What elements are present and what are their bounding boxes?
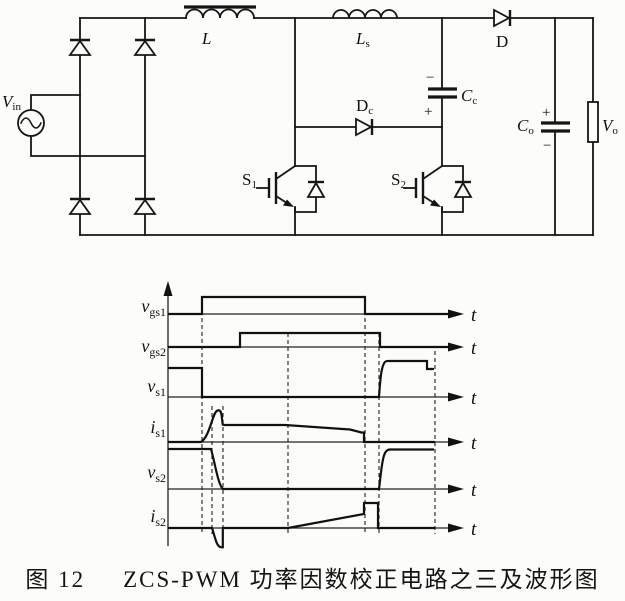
co-plus-sign: + [542, 105, 550, 121]
trace-vgs2 [168, 331, 450, 349]
label-s1: S1 [242, 170, 257, 191]
label-d: D [496, 32, 508, 51]
t-label-5: t [471, 480, 477, 501]
t-label-2: t [471, 338, 477, 359]
t-label-3: t [471, 388, 477, 409]
label-is2: is2 [150, 506, 166, 529]
label-s2: S2 [391, 170, 406, 191]
label-ls: Ls [355, 29, 370, 50]
waveform-plot: vgs1 vgs2 vs1 is1 vs2 is2 t t t t t t [141, 281, 477, 549]
t-label-1: t [471, 305, 477, 326]
diode-D: D [493, 8, 512, 51]
co-minus-sign: − [543, 138, 551, 154]
time-axis-labels: t t t t t t [471, 305, 477, 540]
trace-is2 [168, 501, 435, 549]
waveform-v-axis [163, 281, 173, 546]
ac-source: Vin [2, 92, 45, 137]
label-vgs1: vgs1 [141, 296, 166, 319]
circuit-diagram: Vin L Ls D Dc [2, 5, 618, 236]
capacitor-Cc: − + Cc [424, 70, 477, 120]
label-vin: Vin [2, 92, 21, 113]
label-is1: is1 [150, 417, 166, 440]
label-cc: Cc [461, 86, 477, 107]
trace-vgs1 [168, 295, 450, 316]
load-Vo: Vo [587, 101, 618, 143]
label-dc: Dc [356, 96, 373, 117]
inductor-Ls: Ls [332, 9, 398, 50]
t-label-4: t [471, 433, 477, 454]
label-co: Co [517, 116, 534, 137]
waveform-signal-labels: vgs1 vgs2 vs1 is1 vs2 is2 [141, 296, 166, 529]
switch-S2: S2 [391, 164, 473, 213]
figure-caption: 图 12 ZCS-PWM 功率因数校正电路之三及波形图 [0, 560, 625, 594]
bridge-rectifier [68, 38, 157, 215]
label-vs1: vs1 [147, 376, 166, 399]
figure-number: 图 12 [25, 567, 86, 592]
trace-vs1 [168, 359, 434, 399]
diode-Dc: Dc [355, 96, 373, 137]
switch-S1: S1 [242, 164, 326, 213]
trace-vs2 [168, 447, 434, 491]
t-label-6: t [471, 519, 477, 540]
label-l: L [201, 29, 211, 48]
cc-plus-sign: + [424, 104, 432, 120]
wires [30, 17, 594, 236]
inductor-L: L [184, 5, 256, 48]
capacitor-Co: + − Co [517, 105, 570, 154]
figure-title: ZCS-PWM 功率因数校正电路之三及波形图 [123, 567, 600, 592]
trace-is1 [168, 409, 435, 444]
label-vgs2: vgs2 [141, 336, 166, 359]
label-vo: Vo [602, 116, 618, 137]
label-vs2: vs2 [147, 462, 166, 485]
cc-minus-sign: − [426, 70, 434, 86]
